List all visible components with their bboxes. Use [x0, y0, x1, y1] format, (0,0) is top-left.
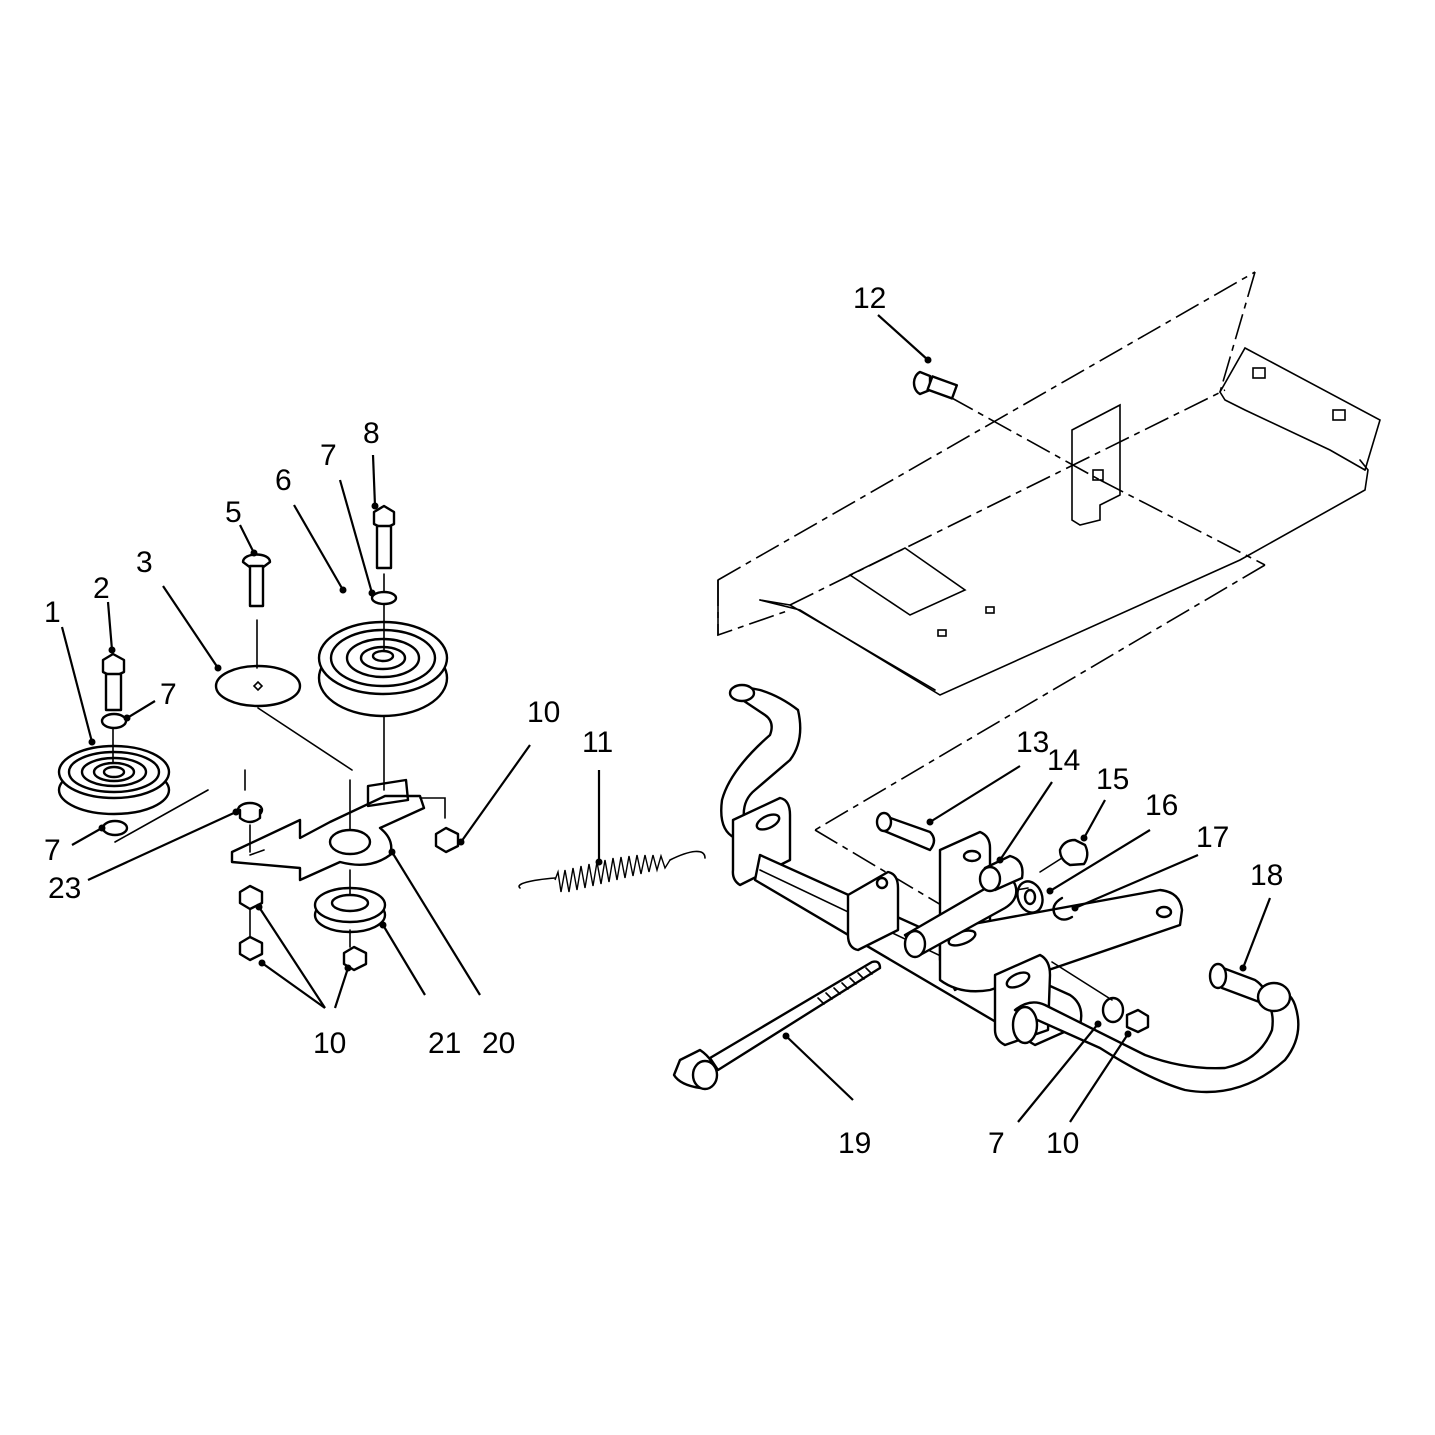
leader-23 [87, 811, 237, 881]
leader-3 [162, 585, 219, 669]
leader-10-right [460, 744, 531, 843]
spacer-21 [313, 886, 387, 934]
callout-13: 13 [1016, 726, 1049, 759]
mower-deck [717, 271, 1381, 941]
callout-19: 19 [838, 1127, 871, 1160]
leader-18 [1241, 897, 1272, 969]
washer-7-upper-right [370, 590, 398, 606]
leader-5 [239, 524, 255, 554]
nut-10-b [238, 935, 264, 962]
callout-7-upper-right: 7 [320, 439, 337, 472]
pulley-6 [317, 620, 449, 718]
callout-21: 21 [428, 1027, 461, 1060]
callout-17: 17 [1196, 821, 1229, 854]
leader-13 [929, 765, 1021, 823]
spring-11 [518, 850, 706, 893]
callout-14: 14 [1047, 744, 1080, 777]
pulley-1 [57, 744, 171, 816]
leader-7-lower-right [1017, 1023, 1099, 1123]
callout-1: 1 [44, 596, 61, 629]
hex-bolt-2 [101, 652, 126, 763]
lift-shaft-assembly [672, 683, 1300, 1094]
callout-8: 8 [363, 417, 380, 450]
leader-17 [1074, 853, 1199, 910]
leader-21 [382, 924, 426, 996]
callout-10-lower-right: 10 [1046, 1127, 1079, 1160]
leader-16 [1049, 829, 1151, 892]
callout-7-lower-right: 7 [988, 1127, 1005, 1160]
callout-12: 12 [853, 282, 886, 315]
leader-10-left-c [333, 967, 350, 1009]
leader-10-left-a [258, 906, 326, 1009]
nut-10-a [238, 884, 264, 911]
callout-18: 18 [1250, 859, 1283, 892]
washer-7-upper-left [100, 712, 128, 730]
leader-lines [60, 314, 1272, 1123]
leader-14 [999, 781, 1053, 861]
leader-10-left-b [261, 962, 326, 1009]
leader-7-upper-left [126, 700, 156, 719]
callout-16: 16 [1145, 789, 1178, 822]
leader-15 [1083, 799, 1106, 839]
callout-7-upper-left: 7 [160, 678, 177, 711]
washer-7-lower-left [101, 819, 129, 837]
leader-6 [293, 504, 344, 591]
leader-10-lower-right [1069, 1033, 1129, 1123]
callout-11: 11 [582, 726, 613, 759]
leader-8 [371, 454, 377, 507]
idler-bracket-20 [230, 778, 426, 882]
callout-labels: 1 2 3 5 6 7 8 7 7 23 10 10 21 20 11 12 1… [44, 282, 1283, 1160]
callout-5: 5 [225, 496, 242, 529]
nut-10-c [342, 945, 368, 972]
leader-7-lower-left [71, 827, 103, 846]
spacer-23 [236, 801, 264, 824]
callout-10-right: 10 [527, 696, 560, 729]
lock-nut-10-right [434, 826, 460, 854]
callout-10-left: 10 [313, 1027, 346, 1060]
carriage-bolt-5 [241, 553, 272, 669]
callout-6: 6 [275, 464, 292, 497]
callout-15: 15 [1096, 763, 1129, 796]
callout-7-lower-left: 7 [44, 834, 61, 867]
washer-3 [214, 664, 302, 708]
callout-23: 23 [48, 872, 81, 905]
callout-20: 20 [482, 1027, 515, 1060]
leader-20 [391, 851, 481, 996]
callout-3: 3 [136, 546, 153, 579]
carriage-bolt-12 [912, 370, 959, 400]
leader-12 [877, 314, 929, 361]
callout-2: 2 [93, 572, 110, 605]
hex-bolt-8 [372, 504, 396, 651]
leader-2 [106, 601, 114, 651]
leader-1 [60, 626, 94, 743]
leader-19 [785, 1035, 854, 1101]
leader-7-upper-right [338, 479, 374, 594]
